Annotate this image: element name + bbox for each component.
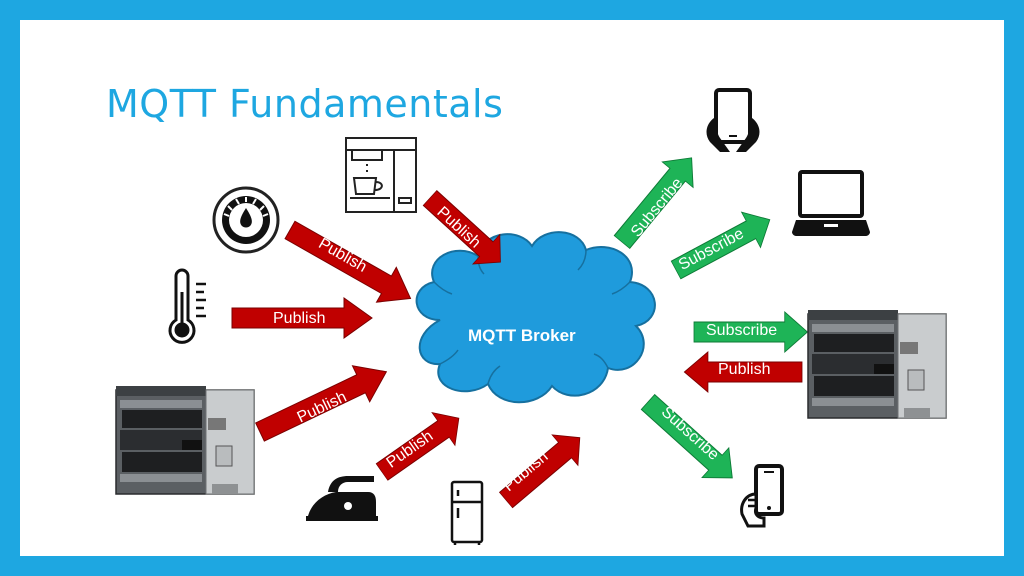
broker-label: MQTT Broker <box>468 326 576 345</box>
laptop-icon <box>792 170 870 236</box>
publish-label-thermometer: Publish <box>273 310 326 327</box>
broker-cloud <box>415 231 656 404</box>
coffee-maker-icon <box>345 137 417 213</box>
page-title: MQTT Fundamentals <box>106 82 504 126</box>
tablet-icon <box>706 88 760 152</box>
publish-arrow-fridge <box>492 421 594 516</box>
mqtt-diagram <box>115 88 947 545</box>
slide: MQTT Fundamentals <box>20 20 1004 556</box>
smartphone-icon <box>740 464 784 528</box>
thermometer-icon <box>168 268 206 344</box>
refrigerator-icon <box>450 480 484 545</box>
gauge-icon <box>212 186 280 254</box>
plc-controller-icon <box>807 310 947 419</box>
iron-icon <box>306 476 378 521</box>
plc-controller-icon <box>115 386 255 495</box>
subscribe-label-plc-right: Subscribe <box>706 322 778 339</box>
publish-label-plc-right: Publish <box>718 361 771 378</box>
